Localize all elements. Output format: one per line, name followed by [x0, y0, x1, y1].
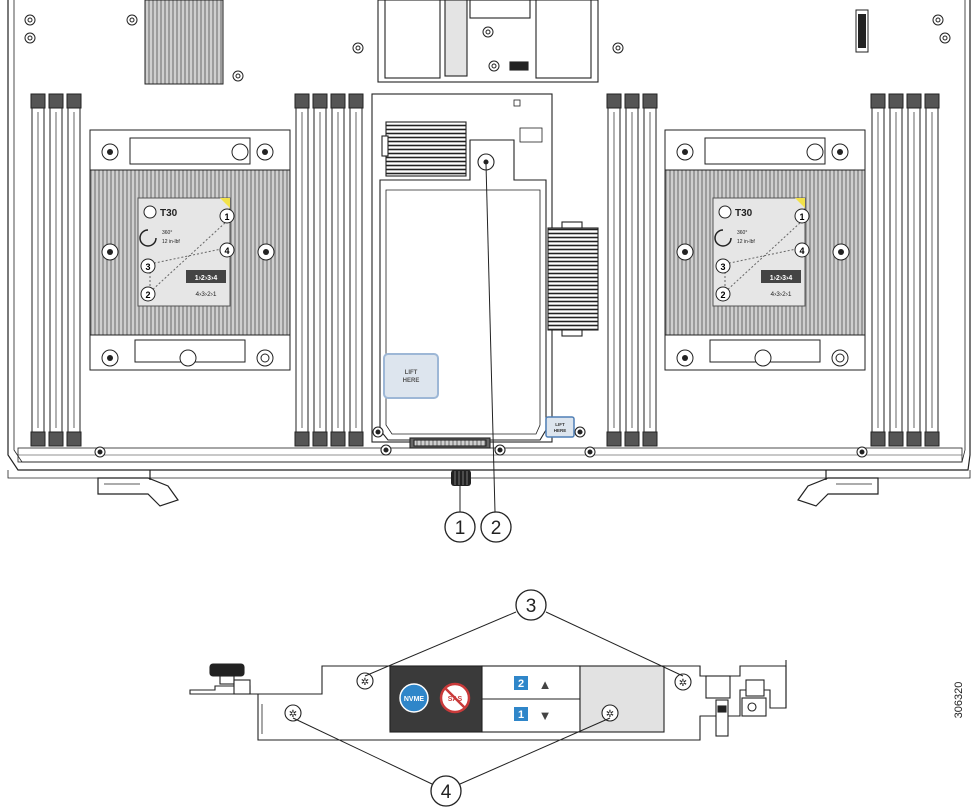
yellow-corner-marker	[220, 198, 230, 208]
thumbscrew[interactable]	[451, 470, 471, 486]
dimm-latch[interactable]	[924, 93, 940, 109]
dimm-latch[interactable]	[294, 431, 310, 447]
remove-order: 4›3›2›1	[771, 291, 792, 298]
dimm-slots	[30, 93, 940, 447]
dimm-latch[interactable]	[924, 431, 940, 447]
heatsink-right: T30 360° 12 in-lbf 1 4 3 2 1›2›3›4 4›3›2…	[664, 129, 866, 371]
torx-icon	[718, 205, 732, 219]
ejector-lever-right[interactable]	[797, 470, 879, 507]
callout-1: 1	[224, 212, 229, 222]
svg-text:✲: ✲	[606, 709, 614, 720]
dimm-latch[interactable]	[330, 93, 346, 109]
dimm-latch[interactable]	[624, 93, 640, 109]
lift-here-label-small: LIFT HERE	[545, 416, 575, 438]
torque-tool-label: T30	[160, 208, 178, 219]
install-order: 1›2›3›4	[770, 275, 793, 282]
front-rail-screws	[94, 446, 868, 458]
svg-text:4: 4	[441, 782, 452, 803]
side-view-screws	[284, 672, 692, 722]
callout-leaders-top	[459, 163, 496, 513]
arrow-down-icon: ▼	[539, 708, 552, 723]
callout-3: 3	[145, 262, 150, 272]
callout-4-marker: 4	[430, 775, 462, 807]
top-right-clip	[855, 9, 869, 53]
dimm-latch[interactable]	[30, 431, 46, 447]
dimm-latch[interactable]	[624, 431, 640, 447]
dimm-latch[interactable]	[66, 93, 82, 109]
torque-tool-label: T30	[735, 208, 753, 219]
callout-1: 1	[799, 212, 804, 222]
arrow-up-icon: ▲	[539, 677, 552, 692]
callout-3: 3	[720, 262, 725, 272]
svg-text:1: 1	[518, 709, 524, 721]
top-fin-block	[144, 0, 224, 85]
callout-4: 4	[799, 246, 804, 256]
yellow-corner-marker	[795, 198, 805, 208]
ejector-lever-left[interactable]	[97, 470, 179, 507]
dimm-latch[interactable]	[48, 431, 64, 447]
svg-text:HERE: HERE	[554, 428, 567, 433]
callout-2: 2	[720, 290, 725, 300]
figure-number: 306320	[953, 682, 965, 719]
dimm-latch[interactable]	[906, 431, 922, 447]
dimm-latch[interactable]	[66, 431, 82, 447]
torque-value: 12 in-lbf	[737, 239, 755, 245]
dimm-latch[interactable]	[642, 93, 658, 109]
callout-3-marker: 3	[515, 589, 547, 621]
dimm-latch[interactable]	[606, 431, 622, 447]
callout-2: 2	[145, 290, 150, 300]
nvme-badge: NVME	[399, 683, 429, 713]
chassis-top-view	[7, 0, 971, 479]
svg-text:✲: ✲	[679, 678, 687, 689]
install-order: 1›2›3›4	[195, 275, 218, 282]
slot-1-indicator: 1 ▼	[514, 707, 551, 723]
dimm-latch[interactable]	[888, 431, 904, 447]
dimm-latch[interactable]	[888, 93, 904, 109]
screw-star-icons: ✲ ✲ ✲ ✲	[289, 677, 687, 720]
dimm-latch[interactable]	[642, 431, 658, 447]
callout-2-marker: 2	[480, 511, 512, 543]
top-connector	[377, 0, 599, 83]
svg-text:✲: ✲	[289, 709, 297, 720]
angle-note: 360°	[162, 230, 172, 236]
svg-text:✲: ✲	[361, 677, 369, 688]
svg-text:LIFT: LIFT	[405, 370, 418, 376]
rotate-icon	[714, 229, 732, 247]
callout-leaders-side	[292, 611, 684, 785]
svg-text:3: 3	[526, 596, 537, 617]
dimm-latch[interactable]	[606, 93, 622, 109]
dimm-latch[interactable]	[48, 93, 64, 109]
torque-value: 12 in-lbf	[162, 239, 180, 245]
angle-note: 360°	[737, 230, 747, 236]
dimm-latch[interactable]	[30, 93, 46, 109]
dimm-latch[interactable]	[870, 93, 886, 109]
dimm-latch[interactable]	[906, 93, 922, 109]
svg-text:2: 2	[491, 518, 502, 539]
callout-4: 4	[224, 246, 229, 256]
slot-2-indicator: 2 ▲	[514, 676, 551, 692]
svg-text:LIFT: LIFT	[555, 422, 565, 427]
svg-text:2: 2	[518, 678, 524, 690]
svg-text:NVME: NVME	[404, 696, 425, 703]
dimm-latch[interactable]	[294, 93, 310, 109]
sas-not-supported-badge: SAS	[439, 682, 471, 714]
center-drive-cage	[371, 93, 599, 456]
dimm-latch[interactable]	[348, 93, 364, 109]
dimm-latch[interactable]	[870, 431, 886, 447]
lift-here-label-large: LIFT HERE	[383, 353, 439, 399]
callout-1-marker: 1	[444, 511, 476, 543]
heatsink-left: T30 360° 12 in-lbf 1 4 3 2 1›2›3›4 4›3›2…	[89, 129, 291, 371]
dimm-latch[interactable]	[348, 431, 364, 447]
chassis-screws	[24, 14, 951, 82]
dimm-latch[interactable]	[312, 93, 328, 109]
svg-text:HERE: HERE	[403, 378, 420, 384]
dimm-latch[interactable]	[330, 431, 346, 447]
svg-text:1: 1	[455, 518, 466, 539]
remove-order: 4›3›2›1	[196, 291, 217, 298]
torx-icon	[143, 205, 157, 219]
rotate-icon	[139, 229, 157, 247]
dimm-latch[interactable]	[312, 431, 328, 447]
drive-carrier-side-view	[189, 660, 787, 741]
